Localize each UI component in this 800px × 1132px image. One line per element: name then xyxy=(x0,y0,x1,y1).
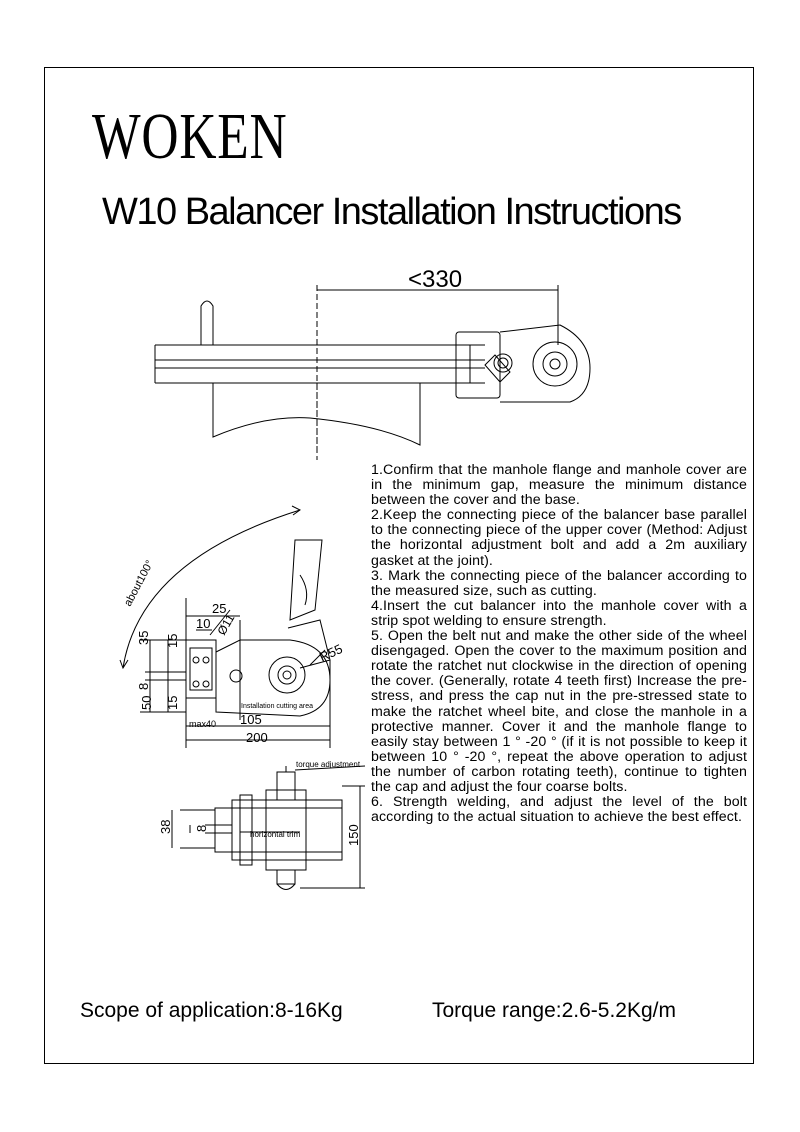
torque-range: Torque range:2.6-5.2Kg/m xyxy=(432,999,676,1022)
dim-150: 150 xyxy=(346,824,361,846)
step-5: 5. Open the belt nut and make the other … xyxy=(371,628,747,795)
dim-15a: 15 xyxy=(165,634,180,648)
footer: Scope of application:8-16Kg Torque range… xyxy=(80,999,742,1023)
step-4: 4.Insert the cut balancer into the manho… xyxy=(371,597,747,629)
dim-max40: max40 xyxy=(189,719,216,729)
top-dimension-label: <330 xyxy=(408,266,462,293)
dim-35: 35 xyxy=(136,631,151,645)
scope-of-application: Scope of application:8-16Kg xyxy=(80,999,343,1022)
step-1: 1.Confirm that the manhole flange and ma… xyxy=(371,462,747,509)
dim-50: 50 xyxy=(139,696,154,710)
instruction-steps: 1.Confirm that the manhole flange and ma… xyxy=(371,462,747,826)
dim-200: 200 xyxy=(246,730,268,745)
page-border xyxy=(44,67,754,1064)
page-title: W10 Balancer Installation Instructions xyxy=(102,191,682,233)
dim-10: 10 xyxy=(196,616,210,631)
dim-38: 38 xyxy=(158,820,173,834)
dim-25: 25 xyxy=(212,601,226,616)
horizontal-trim-label: horizontal trim xyxy=(250,830,301,839)
dim-105: 105 xyxy=(240,712,262,727)
dim-8: 8 xyxy=(136,683,151,690)
dim-8b: 8 xyxy=(194,825,209,832)
brand-logo: WOKEN xyxy=(92,100,288,173)
step-6: 6. Strength welding, and adjust the leve… xyxy=(371,794,747,826)
torque-adjustment-label: torque adjustment xyxy=(296,760,361,769)
step-3: 3. Mark the connecting piece of the bala… xyxy=(371,567,747,599)
step-2: 2.Keep the connecting piece of the balan… xyxy=(371,507,747,569)
dim-15b: 15 xyxy=(165,696,180,710)
cut-area-label: Installation cutting area xyxy=(241,703,313,710)
